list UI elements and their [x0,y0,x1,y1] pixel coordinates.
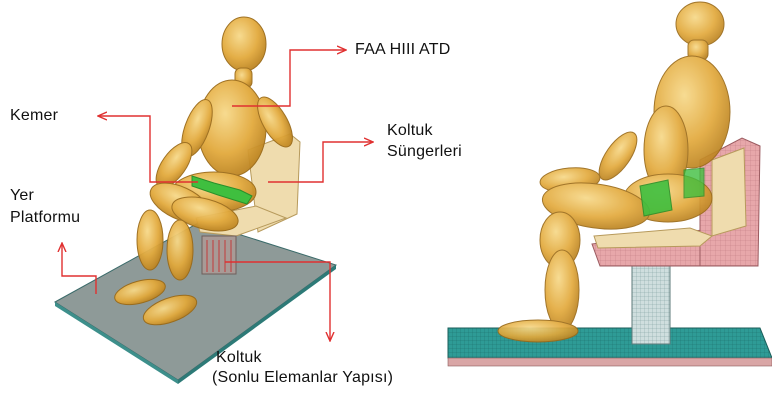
label-faa-hiii-atd: FAA HIII ATD [355,40,450,60]
seat-foam-right [712,148,746,236]
floor-platform-right [448,328,772,358]
label-koltuk-fe-line2: (Sonlu Elemanlar Yapısı) [212,368,393,388]
label-koltuk-sungerleri-line1: Koltuk [387,121,433,141]
lap-belt-right [640,180,672,216]
label-koltuk-sungerleri-line2: Süngerleri [387,142,462,162]
label-yer-platformu-line2: Platformu [10,208,80,228]
label-kemer: Kemer [10,106,58,126]
label-yer-platformu-line1: Yer [10,186,34,206]
seat-pedestal-right [632,262,670,344]
label-koltuk-fe-line1: Koltuk [216,348,262,368]
left-isometric-view [55,17,372,384]
right-side-view [448,2,772,366]
